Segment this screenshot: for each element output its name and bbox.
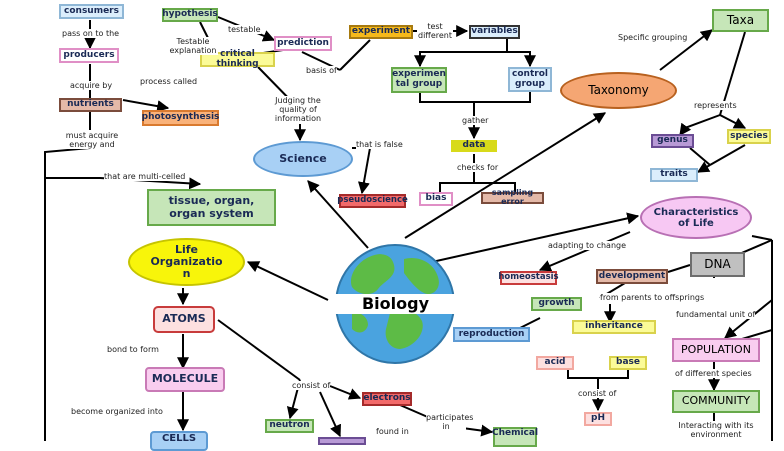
atoms-node[interactable]: ATOMS: [153, 306, 215, 333]
label-pass-on: pass on to the: [62, 29, 120, 39]
biology-title: Biology: [334, 294, 457, 314]
label-bond-to-form: bond to form: [107, 345, 159, 355]
label-participates-in: participates in: [426, 413, 474, 432]
growth-node[interactable]: growth: [531, 297, 582, 311]
label-checks-for: checks for: [457, 163, 499, 173]
taxonomy-node[interactable]: Taxonomy: [560, 72, 677, 109]
pseudoscience-node[interactable]: pseudoscience: [337, 194, 408, 208]
label-interacting: Interacting with its environment: [670, 421, 762, 440]
label-consist-of-2: consist of: [578, 389, 617, 399]
label-testable: testable: [228, 25, 261, 35]
acid-node[interactable]: acid: [536, 356, 574, 370]
label-fundamental-unit: fundamental unit of: [676, 310, 756, 320]
species-node[interactable]: species: [727, 129, 771, 144]
label-must-acquire: must acquire energy and: [64, 131, 120, 150]
label-process-called: process called: [140, 77, 198, 87]
science-node[interactable]: Science: [253, 141, 353, 177]
molecule-node[interactable]: MOLECULE: [145, 367, 225, 392]
traits-node[interactable]: traits: [650, 168, 698, 182]
reproduction-node[interactable]: reproduction: [453, 327, 530, 342]
label-acquire-by: acquire by: [70, 81, 113, 91]
experimental-group-node[interactable]: experimen tal group: [391, 67, 447, 93]
nutrients-node[interactable]: nutrients: [59, 98, 122, 112]
label-that-is-false: that is false: [356, 140, 403, 150]
label-consist-of: consist of: [292, 381, 331, 391]
bias-node[interactable]: bias: [419, 192, 453, 206]
label-gather: gather: [462, 116, 489, 126]
neutron-node[interactable]: neutron: [265, 419, 314, 433]
label-testable-explanation: Testable explanation: [168, 37, 218, 56]
life-organization-node[interactable]: Life Organizatio n: [128, 238, 245, 286]
variables-node[interactable]: variables: [469, 25, 520, 39]
community-node[interactable]: COMMUNITY: [672, 390, 760, 413]
tissue-organ-node[interactable]: tissue, organ, organ system: [147, 189, 276, 226]
control-group-node[interactable]: control group: [508, 67, 552, 92]
genus-node[interactable]: genus: [651, 134, 694, 148]
label-adapting: adapting to change: [548, 241, 627, 251]
label-basis-of: basis of: [306, 66, 337, 76]
base-node[interactable]: base: [609, 356, 647, 370]
consumers-node[interactable]: consumers: [59, 4, 124, 19]
label-different-species: of different species: [675, 369, 752, 379]
electrons-node[interactable]: electrons: [362, 392, 412, 406]
population-node[interactable]: POPULATION: [672, 338, 760, 362]
cells-node[interactable]: CELLS: [150, 431, 208, 451]
chemical-node[interactable]: Chemical: [492, 427, 538, 447]
label-represents: represents: [694, 101, 737, 111]
biology-center[interactable]: Biology: [334, 243, 457, 365]
characteristics-of-life-node[interactable]: Characteristics of Life: [640, 196, 752, 239]
experiment-node[interactable]: experiment: [349, 25, 413, 39]
dna-node[interactable]: DNA: [690, 252, 745, 277]
data-node[interactable]: data: [451, 140, 497, 152]
label-judging: Judging the quality of information: [272, 96, 324, 124]
label-test-different: test different: [417, 22, 453, 41]
ph-node[interactable]: pH: [584, 412, 612, 426]
label-multi-celled: that are multi-celled: [104, 172, 186, 182]
producers-node[interactable]: producers: [59, 48, 119, 63]
label-found-in: found in: [376, 427, 409, 437]
development-node[interactable]: development: [596, 269, 668, 284]
photosynthesis-node[interactable]: photosynthesis: [142, 110, 219, 126]
sampling-error-node[interactable]: sampling error: [481, 188, 544, 206]
prediction-node[interactable]: prediction: [274, 36, 332, 51]
critical-thinking-node[interactable]: critical thinking: [200, 49, 275, 68]
label-become-organized: become organized into: [71, 407, 163, 417]
label-from-parents: from parents to offsprings: [600, 293, 705, 303]
proton-partial-node[interactable]: [318, 437, 366, 445]
label-specific-grouping: Specific grouping: [618, 33, 688, 43]
hypothesis-node[interactable]: hypothesis: [162, 8, 218, 22]
homeostasis-node[interactable]: homeostasis: [498, 271, 559, 285]
taxa-node[interactable]: Taxa: [712, 9, 769, 32]
inheritance-node[interactable]: inheritance: [572, 320, 656, 334]
